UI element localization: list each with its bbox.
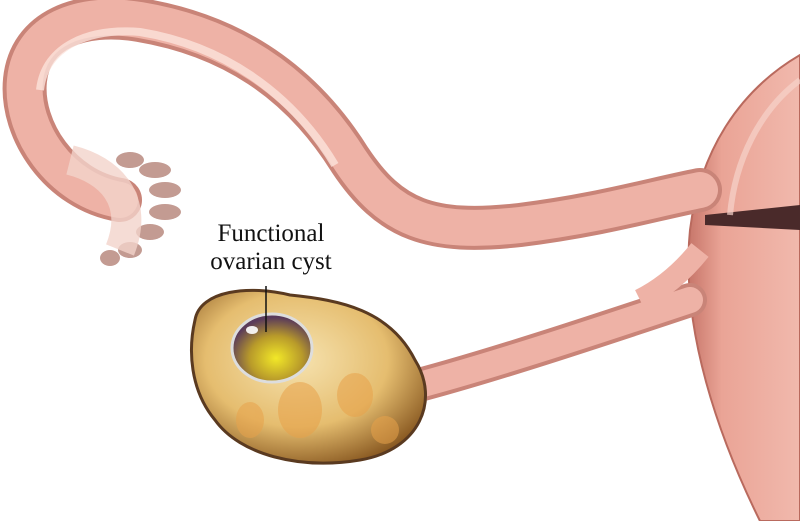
- cyst-label-line1: Functional: [217, 220, 325, 247]
- cyst-label: Functional ovarian cyst: [196, 220, 346, 276]
- functional-ovarian-cyst: [230, 312, 314, 384]
- uterine-cavity: [705, 205, 800, 230]
- uterus: [687, 53, 800, 521]
- cyst-label-line2: ovarian cyst: [210, 248, 332, 275]
